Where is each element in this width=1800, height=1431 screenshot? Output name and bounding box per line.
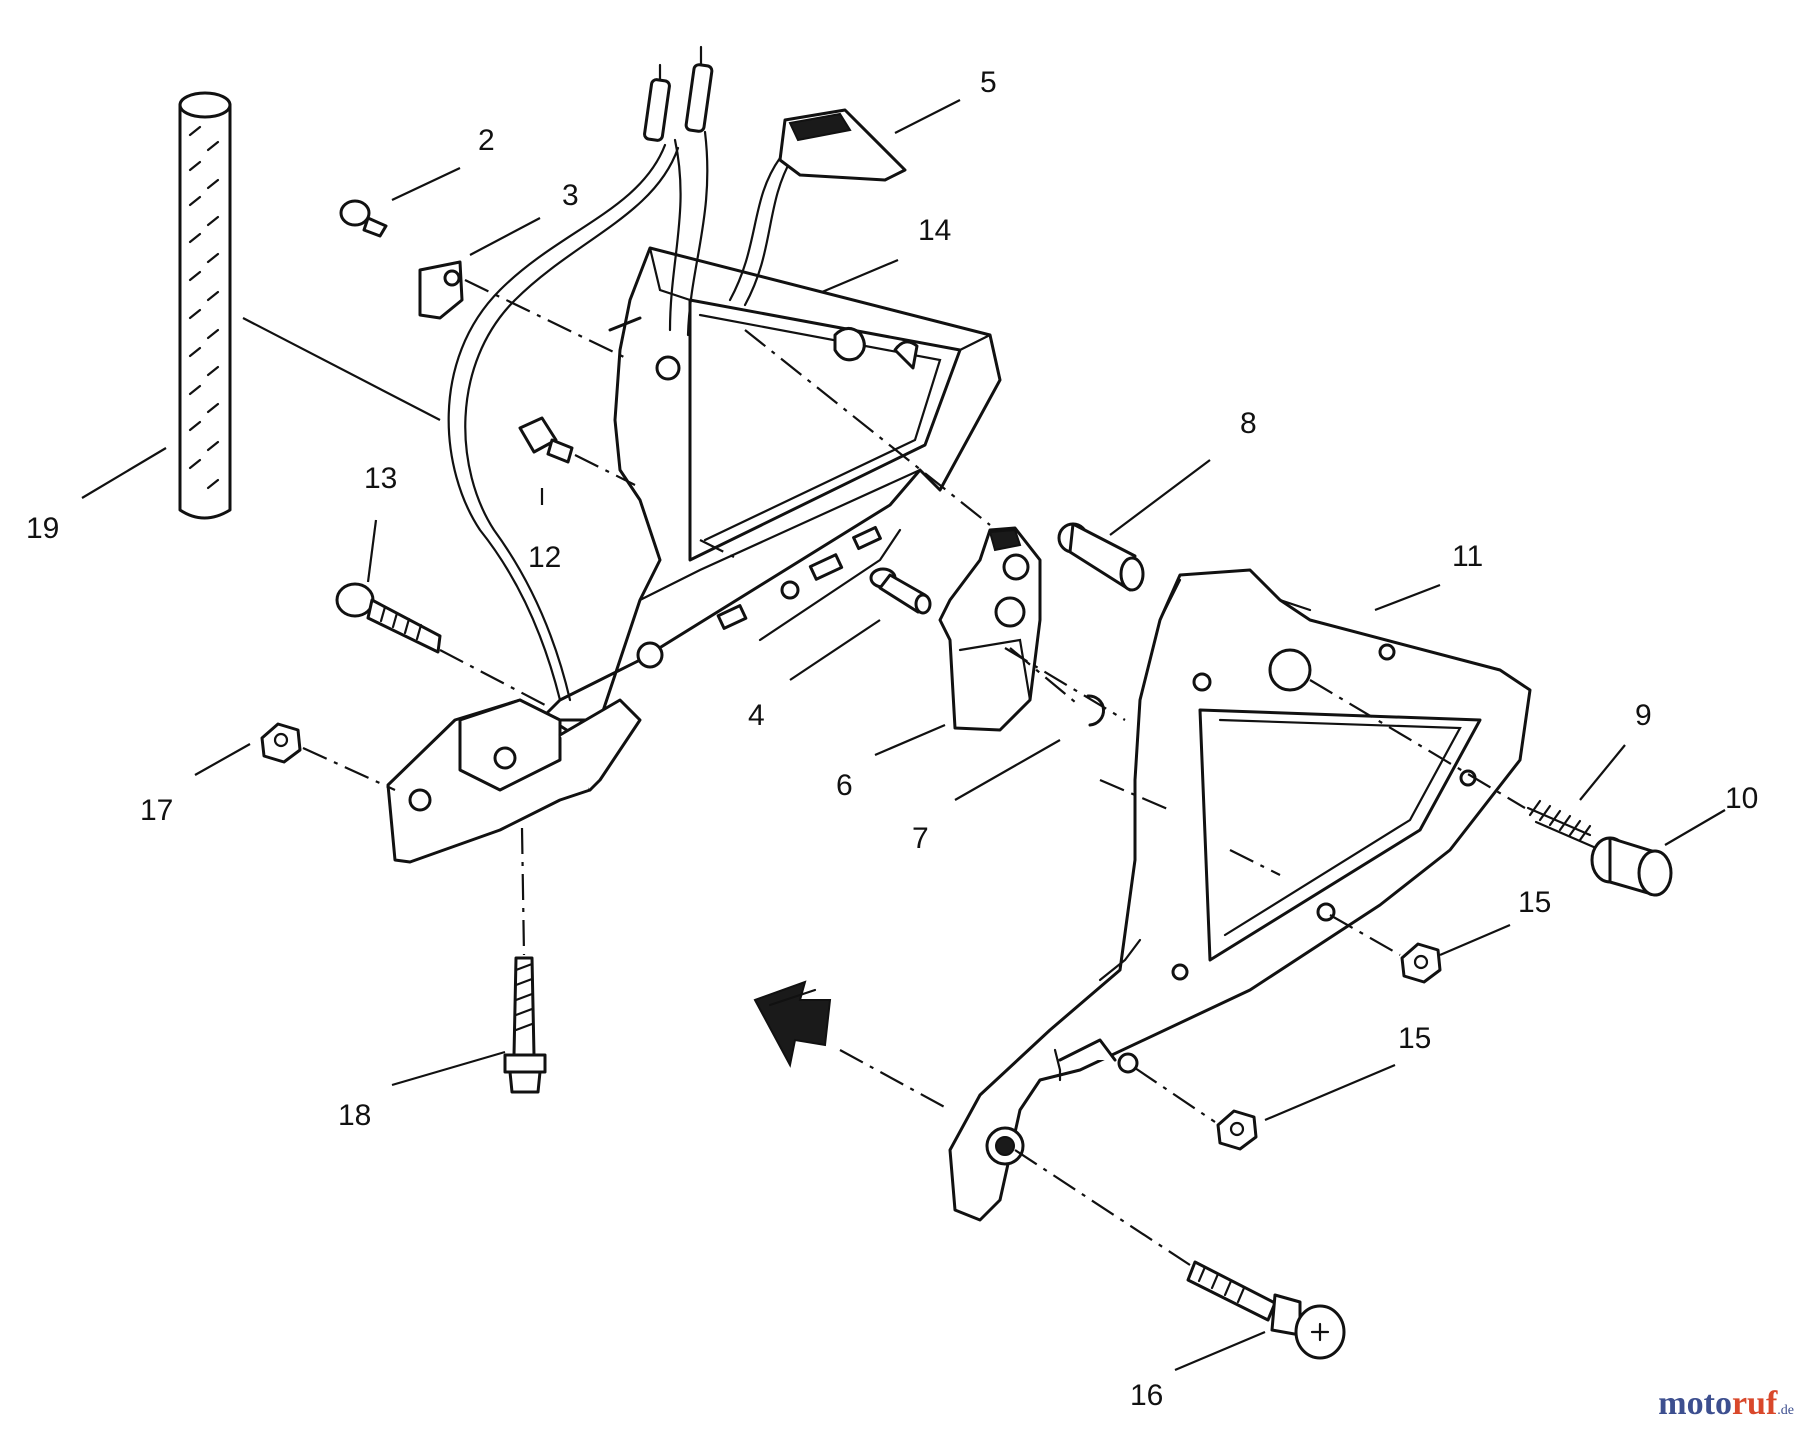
callout-15-lower: 15 [1398, 1022, 1431, 1055]
pin-4 [869, 567, 932, 615]
eclip-7 [1086, 694, 1106, 727]
callout-16: 16 [1130, 1379, 1163, 1412]
clip-3 [418, 260, 464, 320]
callout-2: 2 [478, 124, 495, 157]
callout-11: 11 [1452, 540, 1483, 573]
watermark-part1: moto [1658, 1385, 1732, 1422]
callout-3: 3 [562, 179, 579, 212]
callout-19: 19 [26, 512, 59, 545]
leader-lines [81, 99, 1726, 1372]
screw-13 [335, 582, 442, 654]
bolt-18 [503, 956, 547, 1094]
callout-6: 6 [836, 769, 853, 802]
bolt-16 [1186, 1260, 1346, 1360]
sleeve-10 [1590, 836, 1673, 897]
callout-4: 4 [748, 699, 765, 732]
spring-9 [1526, 799, 1598, 850]
screw-2 [339, 199, 388, 238]
callout-8: 8 [1240, 407, 1257, 440]
callout-7: 7 [912, 822, 929, 855]
handle-housing-14 [386, 246, 1002, 864]
pin-8 [1057, 522, 1145, 592]
ignition-wires [447, 45, 714, 702]
nut-17 [260, 722, 302, 764]
watermark: motoruf.de [1658, 1385, 1794, 1423]
callout-9: 9 [1635, 699, 1652, 732]
watermark-part2: ruf [1731, 1385, 1778, 1422]
callout-12: 12 [528, 541, 561, 574]
callout-17: 17 [140, 794, 173, 827]
trigger-6 [938, 526, 1042, 732]
nut-15-upper [1400, 942, 1442, 984]
switch-5 [728, 108, 907, 307]
callout-15-upper: 15 [1518, 886, 1551, 919]
callout-labels: 2 3 5 14 8 12 13 19 17 4 6 7 11 9 10 15 … [26, 66, 1758, 1412]
callout-14: 14 [918, 214, 951, 247]
callout-18: 18 [338, 1099, 371, 1132]
rear-handle-11 [948, 568, 1532, 1222]
nut-15-lower [1216, 1109, 1258, 1151]
watermark-suffix: .de [1777, 1403, 1794, 1418]
grip-tube-19 [178, 91, 232, 520]
screw-12 [518, 416, 574, 464]
callout-5: 5 [980, 66, 997, 99]
callout-10: 10 [1725, 782, 1758, 815]
callout-13: 13 [364, 462, 397, 495]
direction-arrow [753, 980, 832, 1068]
